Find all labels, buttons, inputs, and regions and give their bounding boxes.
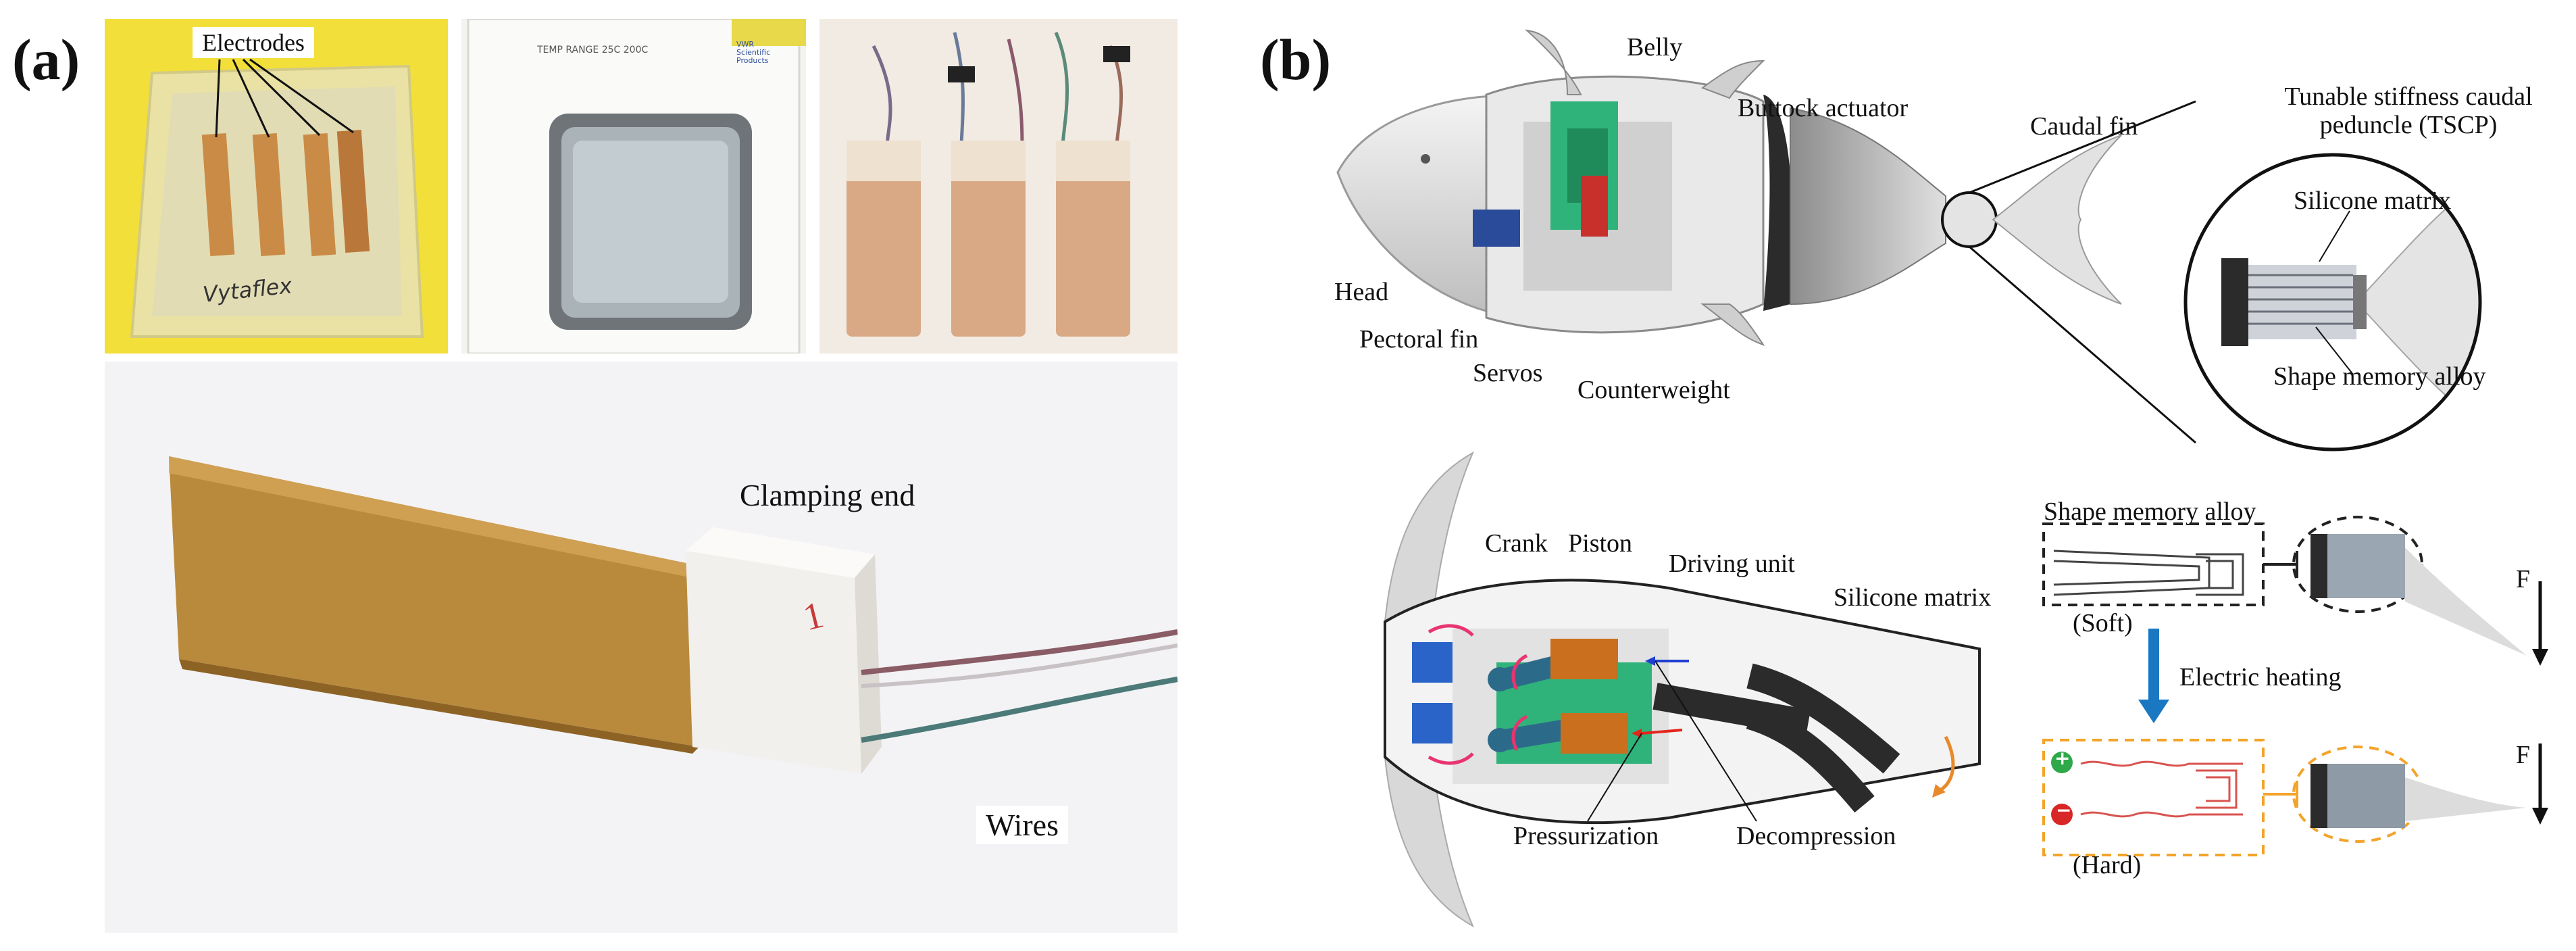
sma-label: Shape memory alloy — [2044, 497, 2256, 526]
panel-a-letter: (a) — [12, 27, 80, 92]
caudal-fin-label: Caudal fin — [2030, 112, 2138, 141]
photo-curing-oven — [461, 19, 806, 353]
driving-unit-label: Driving unit — [1669, 550, 1795, 578]
soft-label: (Soft) — [2073, 609, 2133, 637]
robotic-fish-illustration — [1324, 20, 2236, 460]
force-bottom-label: F — [2516, 741, 2531, 769]
servos-label: Servos — [1473, 359, 1543, 387]
driving-unit-illustration — [1371, 446, 2027, 933]
electric-heating-label: Electric heating — [2179, 663, 2342, 691]
wires-label: Wires — [976, 806, 1068, 844]
hard-label: (Hard) — [2073, 851, 2142, 879]
decompression-label: Decompression — [1736, 822, 1896, 850]
silicone-matrix-zoom-label: Silicone matrix — [2294, 187, 2452, 215]
oven-plate-text: TEMP RANGE 25C 200C — [537, 45, 649, 55]
tscp-label: Tunable stiffness caudal peduncle (TSCP) — [2284, 82, 2533, 139]
pressurization-label: Pressurization — [1513, 822, 1659, 850]
electrodes-label: Electrodes — [193, 27, 314, 58]
force-top-label: F — [2516, 565, 2531, 593]
panel-b-letter: (b) — [1260, 27, 1332, 92]
belly-label: Belly — [1627, 33, 1683, 62]
photo-electrode-mold — [105, 19, 448, 353]
crank-label: Crank — [1485, 529, 1548, 558]
counterweight-label: Counterweight — [1577, 376, 1730, 404]
photo-finished-samples — [819, 19, 1178, 353]
plus-sign: + — [2054, 747, 2071, 769]
sma-zoom-label: Shape memory alloy — [2273, 362, 2486, 391]
oven-brand-text: VWR Scientific Products — [736, 40, 771, 65]
photo-clamped-sample — [105, 362, 1178, 933]
head-label: Head — [1334, 278, 1389, 306]
tscp-zoom-circle — [2181, 150, 2485, 454]
pectoral-fin-label: Pectoral fin — [1359, 325, 1479, 353]
buttock-actuator-label: Buttock actuator — [1738, 94, 1909, 122]
silicone-matrix-label: Silicone matrix — [1834, 583, 1992, 612]
piston-label: Piston — [1568, 529, 1633, 558]
sma-stiffness-diagram — [2040, 487, 2574, 933]
minus-sign: − — [2056, 799, 2072, 821]
clamping-end-label: Clamping end — [740, 478, 915, 512]
